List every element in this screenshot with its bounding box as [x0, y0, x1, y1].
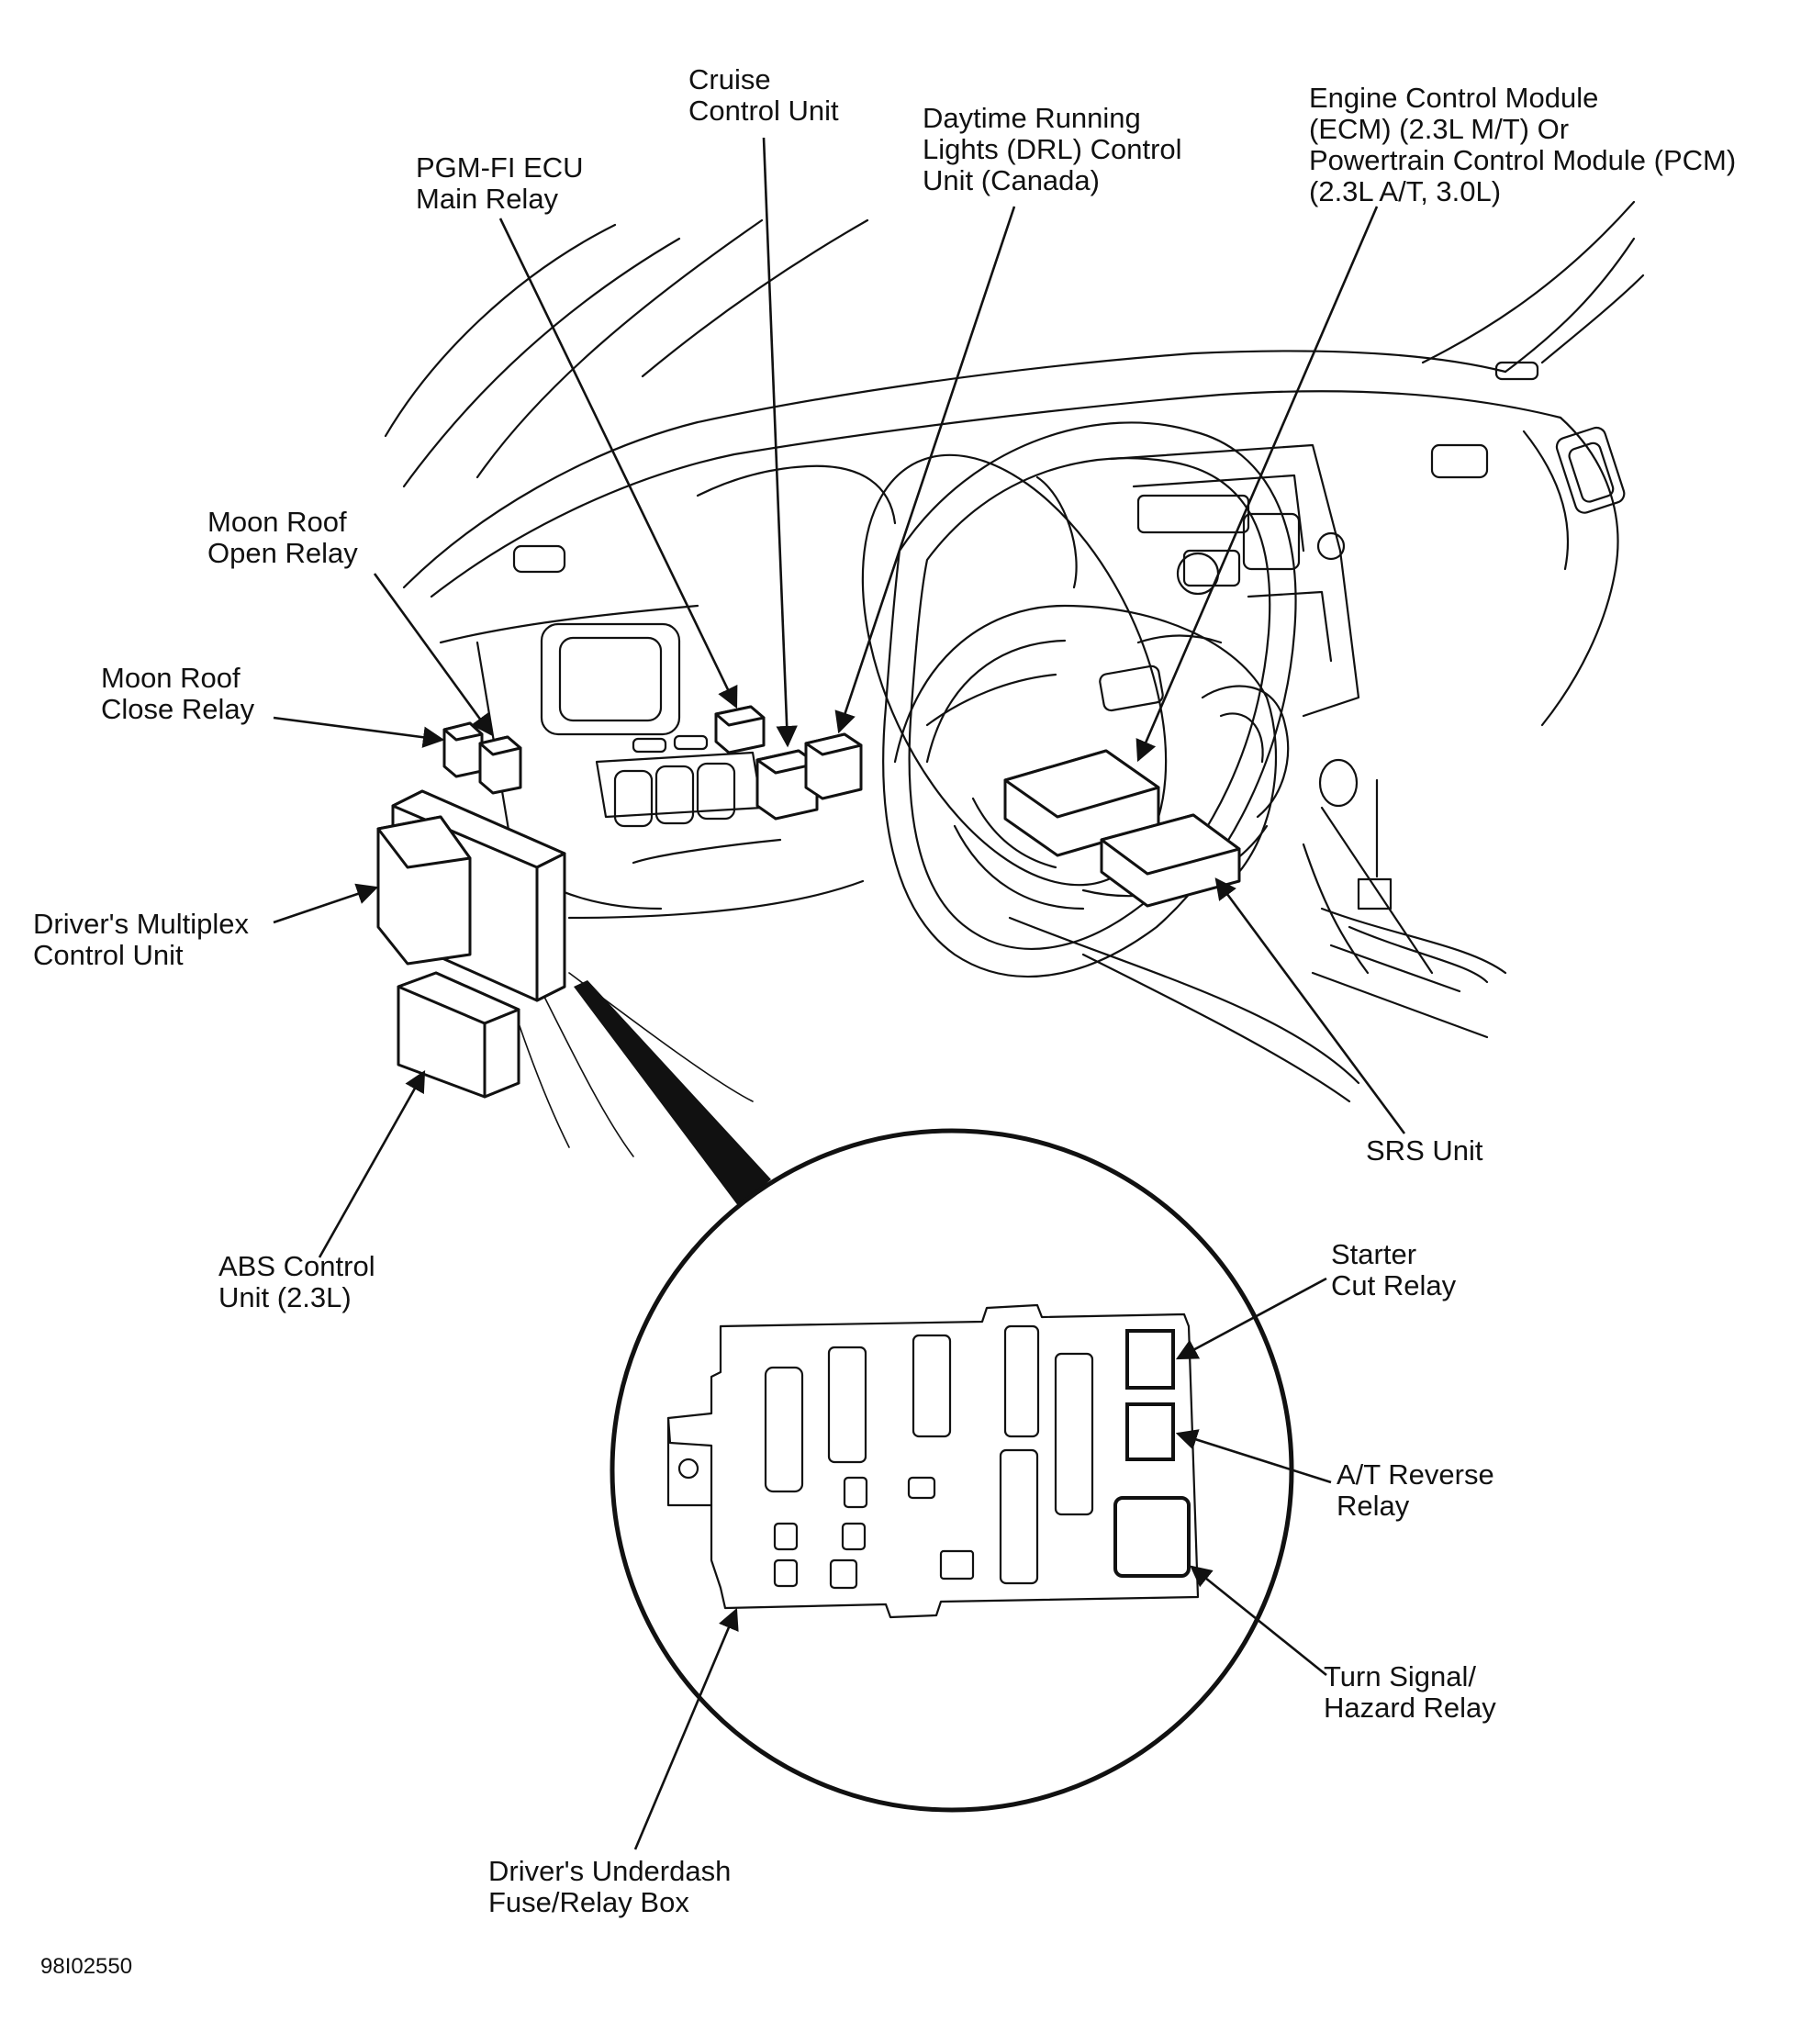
- moon-roof-open-relay-shape: [478, 735, 522, 795]
- figure-code: 98I02550: [40, 1954, 133, 1979]
- pgm-fi-ecu-main-relay-shape: [714, 705, 766, 754]
- cruise-leader: [762, 137, 798, 748]
- pgm-leader: [498, 218, 738, 709]
- label-line: Powertrain Control Module (PCM): [1309, 144, 1737, 176]
- label-drivers-underdash-fuse-relay-box: Driver's Underdash Fuse/Relay Box: [488, 1856, 731, 1918]
- detail-magnifier-circle: [610, 1128, 1294, 1813]
- label-line: PGM-FI ECU: [416, 151, 584, 184]
- label-srs-unit: SRS Unit: [1366, 1135, 1482, 1167]
- multiplex-leader: [273, 883, 379, 924]
- starter-leader: [1175, 1277, 1327, 1360]
- label-at-reverse-relay: A/T Reverse Relay: [1337, 1459, 1494, 1522]
- label-moon-roof-open-relay: Moon Roof Open Relay: [207, 507, 358, 569]
- label-line: Driver's Multiplex: [33, 908, 250, 940]
- turn-signal-hazard-relay-shape: [1113, 1496, 1191, 1578]
- leader-lines: [273, 137, 1406, 1850]
- label-starter-cut-relay: Starter Cut Relay: [1331, 1239, 1456, 1301]
- label-line: Fuse/Relay Box: [488, 1886, 689, 1918]
- label-line: Driver's Underdash: [488, 1855, 732, 1887]
- detail-callout-wedge: [574, 980, 771, 1207]
- label-drl-control-unit: Daytime Running Lights (DRL) Control Uni…: [923, 103, 1182, 196]
- label-drivers-multiplex-control-unit: Driver's Multiplex Control Unit: [33, 909, 249, 971]
- label-line: ABS Control: [218, 1250, 375, 1282]
- label-line: (2.3L A/T, 3.0L): [1309, 175, 1502, 207]
- drl-leader: [834, 206, 1016, 734]
- label-line: Cut Relay: [1331, 1269, 1457, 1301]
- moon-open-leader: [373, 573, 493, 736]
- label-line: SRS Unit: [1366, 1134, 1483, 1167]
- label-line: Lights (DRL) Control: [923, 133, 1182, 165]
- label-cruise-control-unit: Cruise Control Unit: [688, 64, 839, 127]
- label-pgm-fi-ecu-main-relay: PGM-FI ECU Main Relay: [416, 152, 584, 215]
- label-line: Control Unit: [688, 95, 839, 127]
- dashboard-drawing: [384, 200, 1645, 1157]
- at-reverse-leader: [1175, 1429, 1332, 1484]
- label-line: Daytime Running: [923, 102, 1141, 134]
- label-line: (ECM) (2.3L M/T) Or: [1309, 113, 1570, 145]
- label-line: Turn Signal/: [1324, 1660, 1476, 1692]
- label-line: A/T Reverse: [1337, 1458, 1494, 1491]
- label-line: Close Relay: [101, 693, 255, 725]
- label-turn-signal-hazard-relay: Turn Signal/ Hazard Relay: [1324, 1661, 1496, 1724]
- label-line: Cruise: [688, 63, 771, 95]
- underdash-fuse-relay-box-drawing: [666, 1303, 1200, 1619]
- label-line: Moon Roof: [101, 662, 241, 694]
- abs-control-unit-shape: [397, 971, 520, 1099]
- turn-signal-leader: [1190, 1565, 1327, 1677]
- moon-close-leader: [273, 716, 445, 748]
- ecm-pcm-shape: [1003, 749, 1160, 857]
- label-line: Engine Control Module: [1309, 82, 1599, 114]
- at-reverse-relay-shape: [1125, 1402, 1175, 1461]
- srs-leader: [1214, 877, 1406, 1134]
- label-line: Open Relay: [207, 537, 358, 569]
- label-line: Hazard Relay: [1324, 1692, 1496, 1724]
- drivers-multiplex-control-unit-shape: [376, 789, 566, 1002]
- label-line: Unit (2.3L): [218, 1281, 352, 1313]
- label-line: Moon Roof: [207, 506, 347, 538]
- ecm-leader: [1135, 206, 1379, 763]
- label-line: Unit (Canada): [923, 164, 1100, 196]
- label-line: Main Relay: [416, 183, 559, 215]
- abs-leader: [318, 1069, 426, 1258]
- srs-unit-shape: [1100, 813, 1241, 908]
- moon-roof-close-relay-shape: [442, 721, 484, 778]
- label-line: Control Unit: [33, 939, 184, 971]
- label-abs-control-unit: ABS Control Unit (2.3L): [218, 1251, 375, 1313]
- starter-cut-relay-shape: [1125, 1329, 1175, 1390]
- label-ecm-pcm: Engine Control Module (ECM) (2.3L M/T) O…: [1309, 83, 1736, 207]
- underdash-leader: [633, 1607, 739, 1850]
- label-line: Relay: [1337, 1490, 1410, 1522]
- drl-control-unit-shape: [804, 732, 863, 800]
- label-line: Starter: [1331, 1238, 1417, 1270]
- label-moon-roof-close-relay: Moon Roof Close Relay: [101, 663, 254, 725]
